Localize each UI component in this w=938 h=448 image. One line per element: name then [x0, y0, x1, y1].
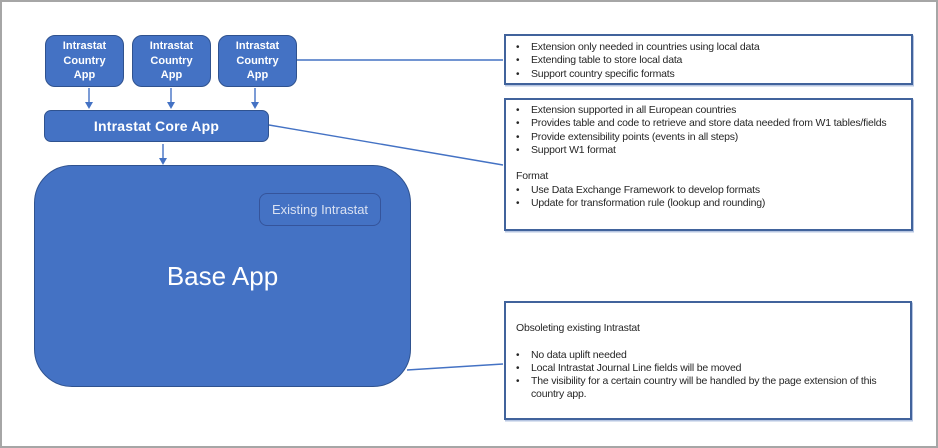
note-line [516, 335, 902, 348]
bullet-icon: • [516, 198, 520, 210]
arrowhead-country1-icon [85, 102, 93, 109]
existing-intrastat-badge: Existing Intrastat [259, 193, 381, 226]
note-text: Format [516, 170, 549, 183]
intrastat-country-app-box-1: Intrastat Country App [45, 35, 124, 87]
note-text: Obsoleting existing Intrastat [516, 322, 640, 334]
note-core-extension: • Extension supported in all European cou… [504, 98, 913, 231]
note-line: Format [516, 170, 903, 183]
note-line: • Extension only needed in countries usin… [516, 41, 903, 54]
note-text: Extension supported in all European coun… [531, 104, 737, 116]
note-text: Update for transformation rule (lookup a… [531, 197, 766, 210]
note-line: • Extending table to store local data [516, 54, 903, 67]
bullet-icon: • [516, 68, 520, 80]
note-text: Extending table to store local data [531, 54, 683, 67]
note-line: • Support W1 format [516, 144, 903, 157]
note-line: • Use Data Exchange Framework to develop … [516, 184, 903, 197]
note-text: Provide extensibility points (events in … [531, 130, 739, 143]
note-line: • The visibility for a certain country wi… [516, 375, 902, 402]
note-line: • Support country specific formats [516, 68, 903, 81]
note-obsoleting-intrastat: Obsoleting existing Intrastat • No data up… [504, 301, 912, 420]
base-app-label: Base App [166, 260, 279, 291]
bullet-icon: • [516, 362, 520, 374]
bullet-icon: • [516, 376, 520, 388]
note-text: Local Intrastat Journal Line fields will… [531, 361, 742, 374]
connector-base-to-note3 [406, 363, 504, 371]
note-line [516, 157, 903, 170]
bullet-icon: • [516, 42, 520, 53]
arrowhead-core-icon [159, 158, 167, 165]
note-line: • Update for transformation rule (lookup … [516, 197, 903, 210]
connector-core-to-note2 [268, 124, 504, 166]
note-country-extension: • Extension only needed in countries usin… [504, 34, 913, 85]
note-text: No data uplift needed [531, 348, 627, 361]
note-text: Provides table and code to retrieve and … [531, 117, 887, 130]
note-line: • Extension supported in all European cou… [516, 104, 903, 117]
note-text: Support W1 format [531, 143, 616, 156]
note-line: • Provide extensibility points (events in… [516, 131, 903, 144]
intrastat-country-app-box-2: Intrastat Country App [132, 35, 211, 87]
arrowhead-country2-icon [167, 102, 175, 109]
note-line: • Local Intrastat Journal Line fields wil… [516, 362, 902, 375]
note-text: The visibility for a certain country wil… [531, 375, 877, 401]
base-app-box: Base App Existing Intrastat [34, 165, 411, 387]
bullet-icon: • [516, 184, 520, 196]
note-line: Obsoleting existing Intrastat [516, 322, 902, 335]
bullet-icon: • [516, 131, 520, 143]
bullet-icon: • [516, 105, 520, 116]
note-line: • Provides table and code to retrieve and… [516, 117, 903, 130]
note-text: Extension only needed in countries using… [531, 41, 760, 53]
bullet-icon: • [516, 55, 520, 67]
note-line: • No data uplift needed [516, 349, 902, 362]
intrastat-country-app-box-3: Intrastat Country App [218, 35, 297, 87]
note-text: Use Data Exchange Framework to develop f… [531, 183, 760, 196]
note-text: Support country specific formats [531, 67, 675, 80]
bullet-icon: • [516, 349, 520, 361]
arrowhead-country3-icon [251, 102, 259, 109]
intrastat-core-app-box: Intrastat Core App [44, 110, 269, 142]
bullet-icon: • [516, 144, 520, 156]
bullet-icon: • [516, 118, 520, 130]
